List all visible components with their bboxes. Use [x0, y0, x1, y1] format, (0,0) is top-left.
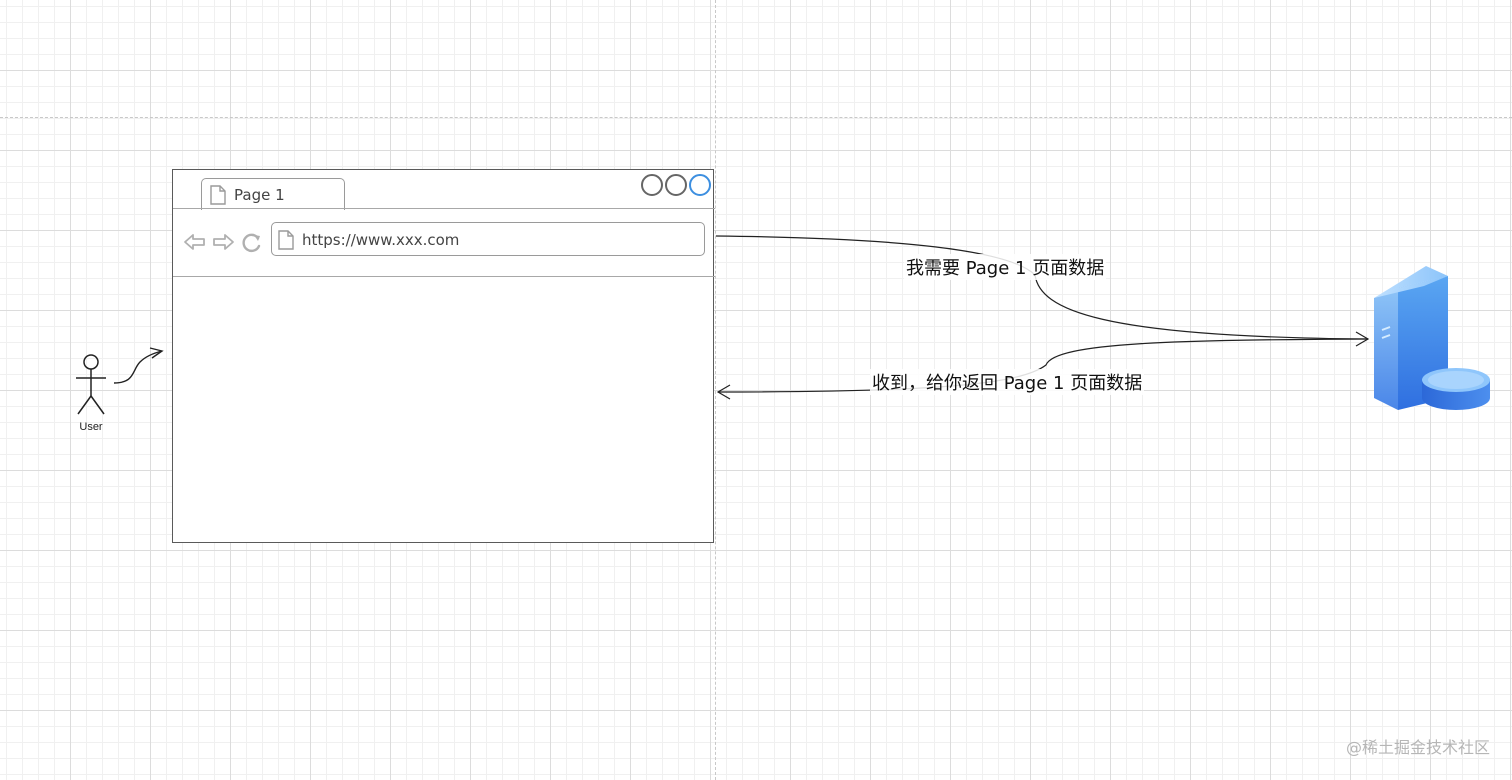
response-label: 收到，给你返回 Page 1 页面数据 [870, 369, 1145, 395]
page-icon [278, 230, 294, 250]
page-icon [210, 185, 226, 205]
browser-window: Page 1 https://www.xxx.com [172, 169, 715, 543]
user-to-browser-arrow [113, 350, 163, 384]
watermark: @稀土掘金技术社区 [1345, 738, 1490, 757]
request-arrow [715, 235, 1369, 340]
user-label: User [79, 421, 103, 433]
server-database-icon [1374, 266, 1490, 410]
tab-label: Page 1 [234, 186, 285, 204]
stick-figure-icon [76, 354, 106, 415]
back-arrow-icon[interactable] [183, 232, 207, 252]
request-label: 我需要 Page 1 页面数据 [904, 254, 1107, 280]
address-text: https://www.xxx.com [302, 231, 460, 249]
window-control-icon[interactable] [689, 174, 711, 196]
user-arrow-head [149, 347, 164, 359]
response-arrow-head [716, 384, 731, 400]
window-control-icon[interactable] [641, 174, 663, 196]
guide-line-vertical [715, 0, 716, 780]
refresh-icon[interactable] [241, 232, 263, 254]
tab-divider [173, 208, 715, 209]
address-bar[interactable]: https://www.xxx.com [271, 222, 705, 256]
window-controls [641, 174, 711, 196]
guide-line-horizontal [0, 117, 1512, 118]
forward-arrow-icon[interactable] [211, 232, 235, 252]
window-control-icon[interactable] [665, 174, 687, 196]
toolbar-divider [173, 276, 715, 277]
browser-tab[interactable]: Page 1 [201, 178, 345, 210]
